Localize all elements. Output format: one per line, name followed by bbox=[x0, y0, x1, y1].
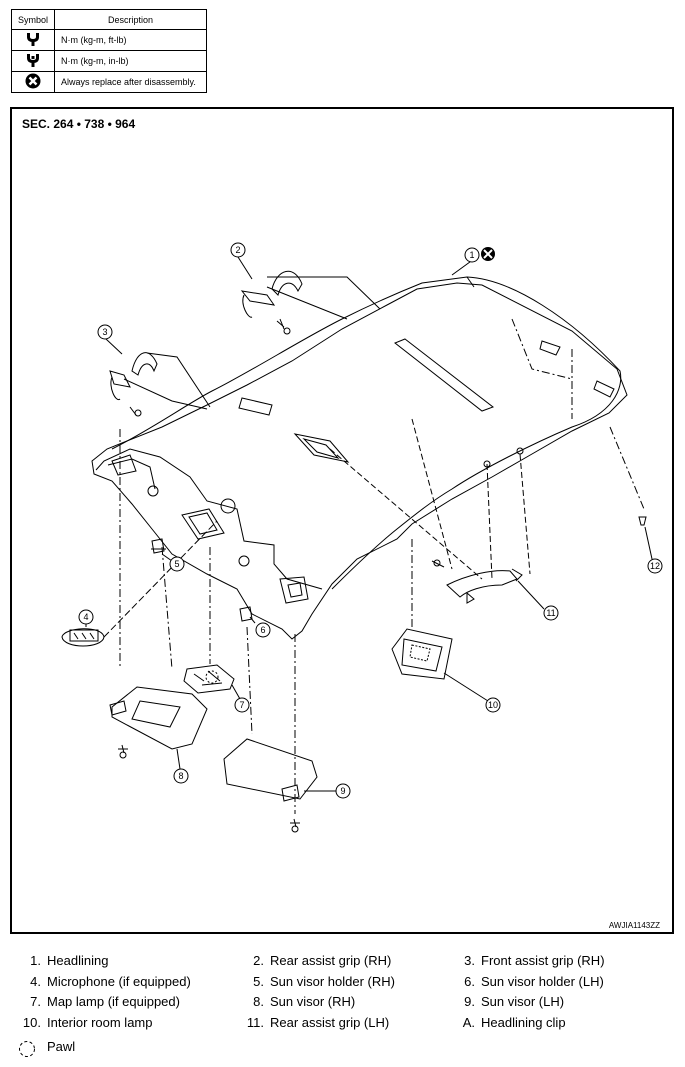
callout-10: 10 bbox=[485, 697, 501, 713]
torque-in-lb-icon bbox=[11, 50, 55, 72]
callout-6: 6 bbox=[255, 622, 271, 638]
section-label: SEC. 264 • 738 • 964 bbox=[22, 117, 136, 131]
rear-assist-grip-rh bbox=[271, 271, 303, 296]
callout-9-text: 9 bbox=[340, 786, 345, 796]
legend-item: 1.Headlining bbox=[30, 953, 109, 968]
symbol-row-desc: N·m (kg-m, in-lb) bbox=[54, 50, 207, 72]
sun-visor-rh bbox=[111, 686, 208, 750]
legend-item: 11.Rear assist grip (LH) bbox=[246, 1015, 390, 1030]
always-replace-icon bbox=[11, 71, 55, 93]
legend-item: 6.Sun visor holder (LH) bbox=[464, 974, 604, 989]
callout-9: 9 bbox=[335, 783, 351, 799]
callout-2-text: 2 bbox=[235, 245, 240, 255]
headlining-clip bbox=[638, 516, 647, 526]
legend-item: 3.Front assist grip (RH) bbox=[464, 953, 605, 968]
wire-harness bbox=[111, 276, 622, 590]
front-assist-grip-rh bbox=[131, 352, 158, 376]
legend-item: 10.Interior room lamp bbox=[22, 1015, 153, 1030]
map-lamp bbox=[183, 664, 235, 694]
legend-item: 9.Sun visor (LH) bbox=[464, 994, 565, 1009]
symbol-row-desc: Always replace after disassembly. bbox=[54, 71, 207, 93]
callout-6-text: 6 bbox=[260, 625, 265, 635]
headlining-exploded-diagram: 1 2 3 4 5 6 7 8 9 10 11 12 bbox=[61, 242, 663, 833]
callout-4: 4 bbox=[78, 609, 94, 625]
legend-item: 7.Map lamp (if equipped) bbox=[30, 994, 180, 1009]
callout-3-text: 3 bbox=[102, 327, 107, 337]
legend-item: 5.Sun visor holder (RH) bbox=[253, 974, 395, 989]
pawl-label: Pawl bbox=[47, 1039, 76, 1054]
callout-3: 3 bbox=[97, 324, 113, 340]
callout-10-text: 10 bbox=[488, 700, 498, 710]
legend-item: 8.Sun visor (RH) bbox=[253, 994, 356, 1009]
callout-5: 5 bbox=[169, 556, 185, 572]
callout-12: 12 bbox=[647, 558, 663, 574]
pawl-icon bbox=[19, 1041, 35, 1057]
diagram-frame: SEC. 264 • 738 • 964 bbox=[10, 107, 674, 934]
headlining-outline bbox=[91, 282, 628, 640]
torque-ft-lb-icon bbox=[11, 29, 55, 51]
callout-7: 7 bbox=[234, 697, 250, 713]
symbol-table: Symbol Description N·m (kg-m, ft-lb) N·m… bbox=[11, 9, 207, 93]
callout-8: 8 bbox=[173, 768, 189, 784]
figure-code: AWJIA1143ZZ bbox=[608, 921, 660, 930]
sun-visor-holder-lh bbox=[239, 606, 253, 622]
callout-2: 2 bbox=[230, 242, 246, 258]
legend-item: 2.Rear assist grip (RH) bbox=[253, 953, 392, 968]
callout-1-text: 1 bbox=[469, 250, 474, 260]
callout-7-text: 7 bbox=[239, 700, 244, 710]
symbol-row-desc: N·m (kg-m, ft-lb) bbox=[54, 29, 207, 51]
callout-4-text: 4 bbox=[83, 612, 88, 622]
legend-item: 4.Microphone (if equipped) bbox=[30, 974, 191, 989]
description-header: Description bbox=[54, 9, 207, 30]
always-replace-icon bbox=[481, 247, 495, 261]
callout-8-text: 8 bbox=[178, 771, 183, 781]
overhead-opening bbox=[394, 338, 495, 412]
callout-11: 11 bbox=[543, 605, 559, 621]
interior-room-lamp bbox=[391, 628, 453, 680]
callout-12-text: 12 bbox=[650, 561, 660, 571]
callout-1: 1 bbox=[464, 247, 480, 263]
legend-item: A.Headlining clip bbox=[462, 1015, 566, 1030]
callout-5-text: 5 bbox=[174, 559, 179, 569]
callout-11-text: 11 bbox=[546, 608, 555, 618]
sun-visor-lh bbox=[223, 738, 318, 800]
rear-assist-grip-lh bbox=[446, 570, 518, 598]
symbol-header: Symbol bbox=[11, 9, 55, 30]
